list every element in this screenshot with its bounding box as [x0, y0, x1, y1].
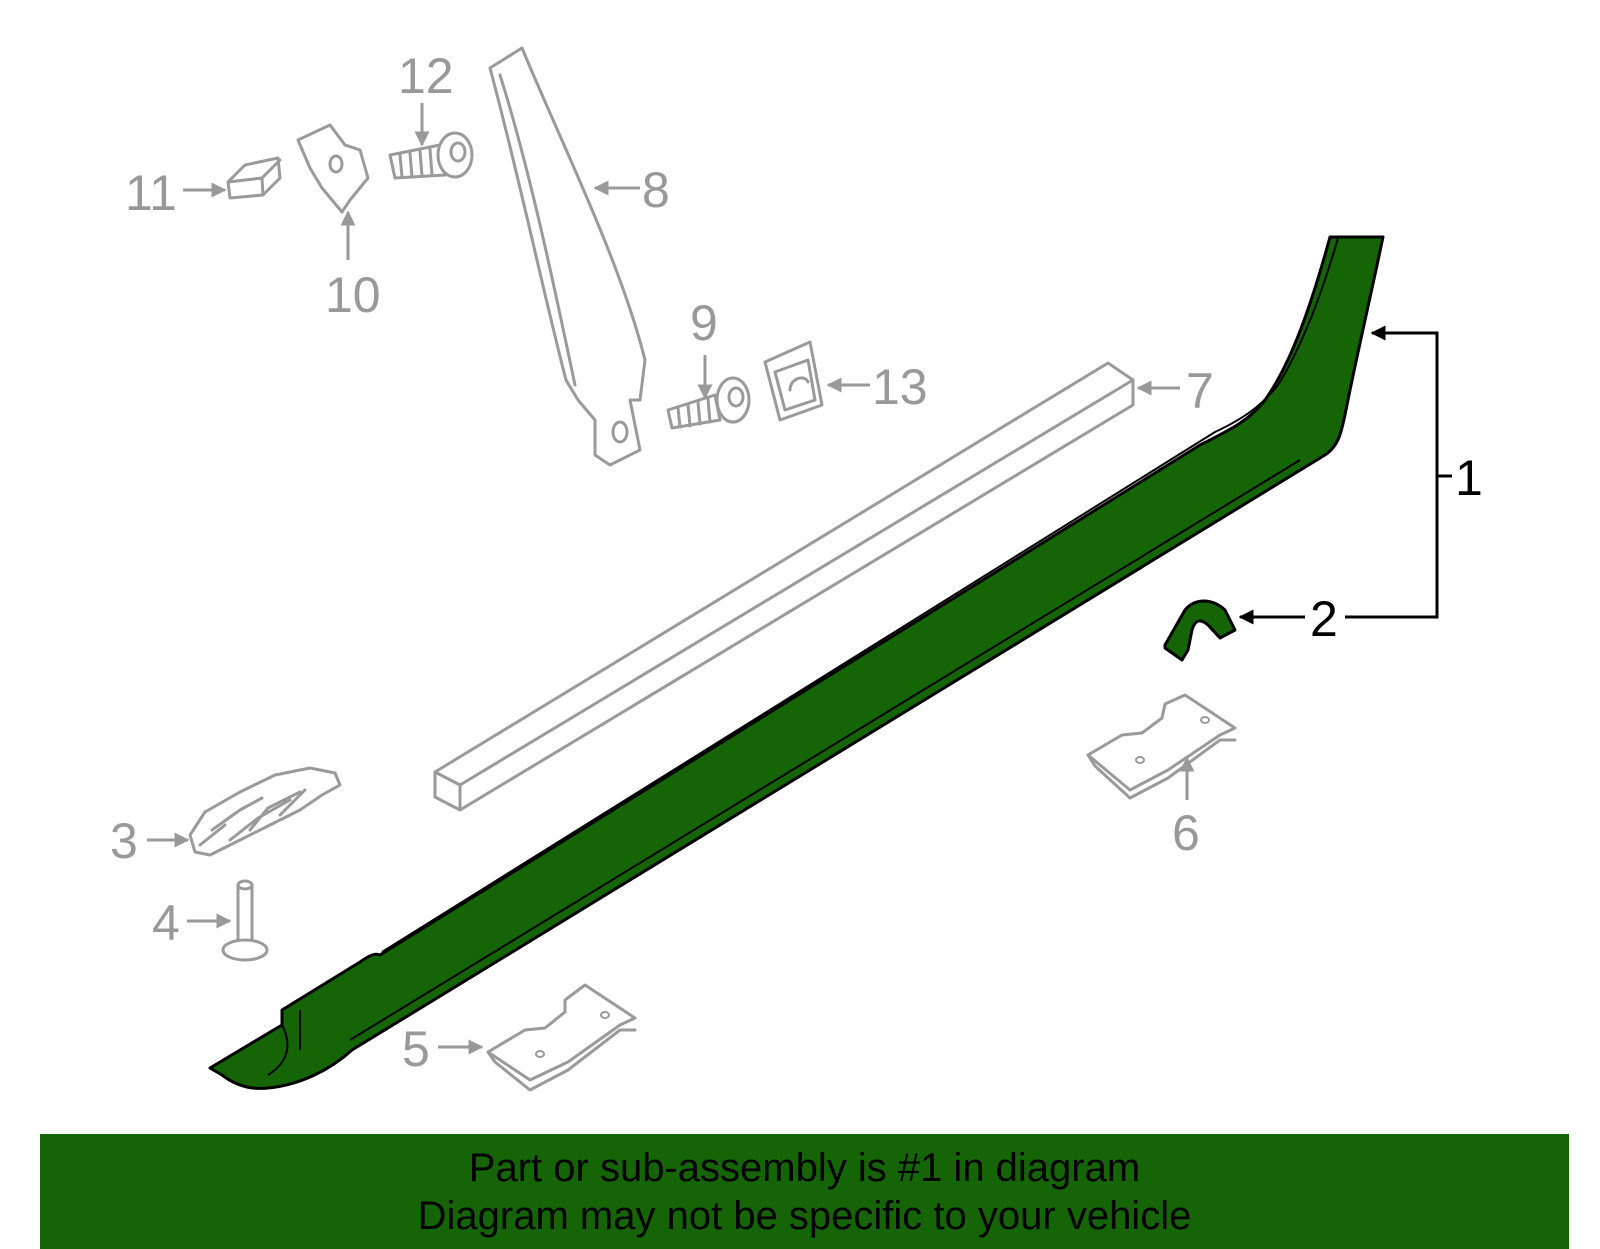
- callout-6: 6: [1172, 805, 1200, 861]
- callout-5: 5: [402, 1021, 430, 1077]
- callout-10: 10: [325, 267, 381, 323]
- callout-8: 8: [642, 162, 670, 218]
- part-7-seal-strip: [433, 361, 1135, 812]
- part-3-retainer: [188, 766, 342, 857]
- callout-4: 4: [152, 895, 180, 951]
- banner-line-1: Part or sub-assembly is #1 in diagram: [468, 1146, 1141, 1190]
- part-4-stud: [221, 879, 269, 962]
- part-5-bracket: [486, 983, 637, 1092]
- callout-11: 11: [125, 165, 177, 221]
- leader-lines: [147, 103, 1452, 1055]
- part-1-rocker-panel: [208, 235, 1385, 1090]
- info-banner: Part or sub-assembly is #1 in diagram Di…: [40, 1134, 1569, 1249]
- part-6-bracket: [1086, 693, 1237, 800]
- callout-7: 7: [1186, 363, 1214, 419]
- part-8-pillar-trim: [488, 46, 647, 467]
- part-12-bolt: [388, 131, 474, 180]
- part-10-bracket: [296, 123, 370, 214]
- callout-1: 1: [1455, 450, 1483, 506]
- part-13-clip-nut: [763, 340, 824, 422]
- callout-2: 2: [1310, 591, 1338, 647]
- part-2-clip: [1163, 599, 1237, 662]
- callout-13: 13: [872, 359, 928, 415]
- part-11-clip: [226, 156, 282, 200]
- part-9-bolt: [666, 376, 751, 430]
- callout-9: 9: [690, 295, 718, 351]
- callout-12: 12: [398, 48, 454, 104]
- callout-3: 3: [110, 813, 138, 869]
- banner-line-2: Diagram may not be specific to your vehi…: [417, 1194, 1192, 1238]
